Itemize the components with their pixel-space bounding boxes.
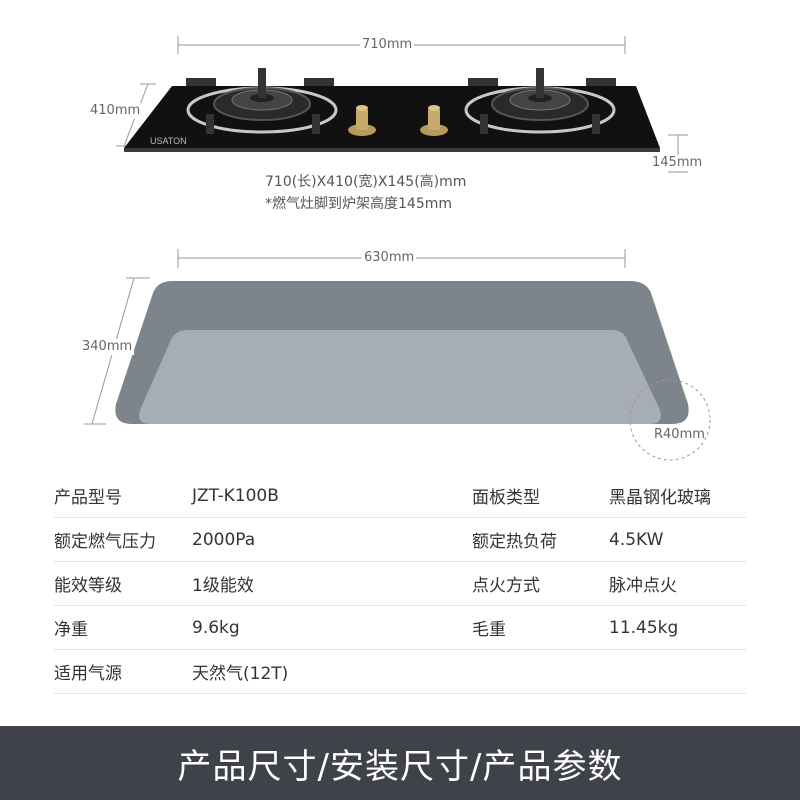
spec-label: 适用气源 bbox=[54, 664, 122, 684]
spec-label: 额定燃气压力 bbox=[54, 532, 156, 552]
footer-banner: 产品尺寸/安装尺寸/产品参数 bbox=[0, 726, 800, 800]
spec-value: 9.6kg bbox=[192, 617, 240, 638]
cutout-illustration bbox=[115, 281, 689, 424]
cooktop-illustration: USATON bbox=[124, 68, 660, 152]
spec-value: JZT-K100B bbox=[192, 485, 279, 506]
cooktop-height-label: 145mm bbox=[650, 155, 705, 171]
spec-label: 净重 bbox=[54, 620, 88, 640]
spec-value: 1级能效 bbox=[192, 576, 254, 596]
diagram-art: USATON bbox=[84, 36, 711, 461]
spec-label: 能效等级 bbox=[54, 576, 122, 596]
right-knob-icon bbox=[420, 105, 448, 136]
spec-value: 脉冲点火 bbox=[609, 576, 677, 596]
cooktop-size-caption: 710(长)X410(宽)X145(高)mm bbox=[265, 174, 467, 190]
footer-title: 产品尺寸/安装尺寸/产品参数 bbox=[177, 746, 623, 787]
cutout-depth-label: 340mm bbox=[80, 339, 135, 355]
brand-mark: USATON bbox=[150, 136, 187, 146]
spec-label: 产品型号 bbox=[54, 488, 122, 508]
spec-value: 黑晶钢化玻璃 bbox=[609, 488, 711, 508]
radius-indicator bbox=[629, 379, 711, 461]
spec-value: 11.45kg bbox=[609, 617, 679, 638]
cooktop-width-label: 710mm bbox=[360, 37, 415, 53]
spec-row: 净重 9.6kg 毛重 11.45kg bbox=[54, 606, 746, 650]
spec-value: 天然气(12T) bbox=[192, 664, 289, 684]
spec-label: 毛重 bbox=[472, 620, 506, 640]
spec-row: 额定燃气压力 2000Pa 额定热负荷 4.5KW bbox=[54, 518, 746, 562]
spec-label: 额定热负荷 bbox=[472, 532, 557, 552]
right-burner-icon bbox=[464, 68, 616, 134]
cutout-radius-label: R40mm bbox=[654, 427, 705, 442]
cooktop-depth-label: 410mm bbox=[88, 103, 143, 119]
spec-row: 能效等级 1级能效 点火方式 脉冲点火 bbox=[54, 562, 746, 606]
spec-value: 4.5KW bbox=[609, 529, 664, 550]
spec-label: 面板类型 bbox=[472, 488, 540, 508]
cutout-width-label: 630mm bbox=[362, 250, 417, 266]
spec-row: 适用气源 天然气(12T) bbox=[54, 650, 746, 694]
cooktop-height-note: *燃气灶脚到炉架高度145mm bbox=[265, 196, 452, 212]
left-knob-icon bbox=[348, 105, 376, 136]
spec-table: 产品型号 JZT-K100B 面板类型 黑晶钢化玻璃 额定燃气压力 2000Pa… bbox=[54, 474, 746, 694]
spec-label: 点火方式 bbox=[472, 576, 540, 596]
spec-row: 产品型号 JZT-K100B 面板类型 黑晶钢化玻璃 bbox=[54, 474, 746, 518]
left-burner-icon bbox=[186, 68, 338, 134]
spec-value: 2000Pa bbox=[192, 529, 256, 550]
